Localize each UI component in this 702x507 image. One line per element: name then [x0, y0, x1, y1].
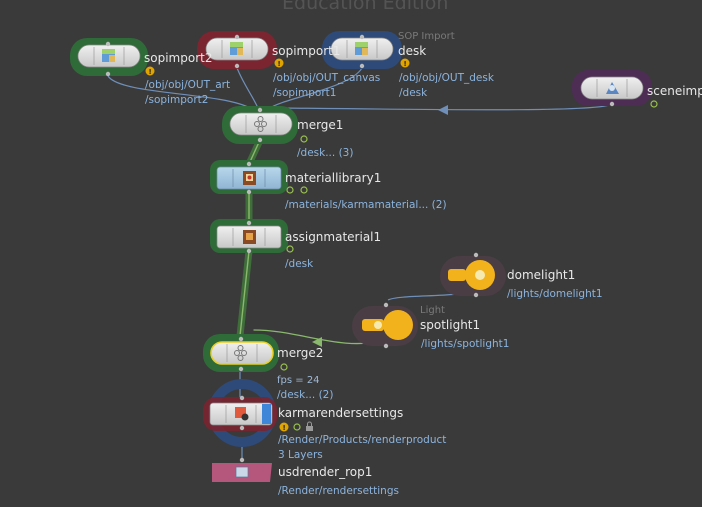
flag-warning-icon: [274, 58, 284, 68]
node-sopimport2-prim: /sopimport2: [145, 94, 209, 106]
flag-ok-icon: [293, 423, 301, 431]
node-domelight1-name[interactable]: domelight1: [507, 268, 576, 282]
node-materiallibrary1-name[interactable]: materiallibrary1: [285, 171, 382, 185]
node-sopimport1-name[interactable]: sopimport1: [272, 44, 341, 58]
node-domelight1[interactable]: [440, 252, 506, 298]
spot-light-icon: [362, 310, 413, 340]
node-materiallibrary1[interactable]: [210, 160, 288, 195]
node-merge1-path: /desk... (3): [297, 147, 354, 159]
wires: [107, 67, 613, 462]
node-merge2[interactable]: [203, 334, 279, 372]
node-merge1[interactable]: [222, 106, 298, 144]
node-merge2-fps: fps = 24: [277, 375, 320, 386]
node-sopimport1-path: /obj/obj/OUT_canvas: [273, 72, 381, 84]
node-sopimport1-prim: /sopimport1: [273, 87, 337, 99]
node-sopimport2-name[interactable]: sopimport2: [144, 51, 213, 65]
edition-watermark: Education Edition: [282, 0, 449, 14]
node-sopimport1[interactable]: [197, 31, 277, 69]
merge-icon: [254, 116, 267, 132]
node-spotlight1-path: /lights/spotlight1: [421, 338, 510, 350]
node-sopimport2[interactable]: [70, 38, 148, 77]
node-merge2-name[interactable]: merge2: [277, 346, 324, 360]
flag-material-icon: [286, 186, 294, 194]
node-sopimport2-path: /obj/obj/OUT_art: [145, 79, 231, 91]
wire-arrow-spot: [312, 337, 322, 347]
flag-ok-icon: [650, 100, 658, 108]
node-karmarendersettings-name[interactable]: karmarendersettings: [278, 406, 404, 420]
node-spotlight1-name[interactable]: spotlight1: [420, 318, 481, 332]
svg-text:!: !: [283, 424, 286, 432]
cube-import-icon: [102, 49, 115, 62]
node-desk-type: SOP Import: [398, 31, 455, 42]
node-sceneimport[interactable]: [572, 70, 652, 107]
wire-assign-merge2: [239, 250, 250, 337]
node-materiallibrary1-path: /materials/karmamaterial... (2): [285, 199, 447, 211]
node-spotlight1-type: Light: [420, 305, 445, 316]
node-assignmaterial1[interactable]: [210, 219, 288, 254]
karma-render-icon: [235, 407, 249, 421]
svg-text:!: !: [278, 60, 281, 68]
flag-warning-icon: [145, 66, 155, 76]
usd-render-icon: [235, 466, 249, 478]
node-karmarendersettings-info: 3 Layers: [278, 449, 323, 461]
svg-text:!: !: [404, 60, 407, 68]
node-merge1-name[interactable]: merge1: [297, 118, 344, 132]
node-assignmaterial1-name[interactable]: assignmaterial1: [285, 230, 382, 244]
node-karmarendersettings-path: /Render/Products/renderproduct: [278, 434, 447, 446]
node-usdrender_rop1-path: /Render/rendersettings: [278, 485, 399, 497]
flag-warning-icon: [400, 58, 410, 68]
node-spotlight1[interactable]: [352, 302, 418, 349]
node-assignmaterial1-path: /desk: [285, 258, 314, 270]
cube-import-icon: [230, 42, 243, 55]
flag-ok-icon: [300, 135, 308, 143]
assign-material-icon: [243, 230, 256, 244]
node-sceneimport-name[interactable]: sceneimpo: [647, 84, 702, 98]
node-desk-path: /obj/obj/OUT_desk: [399, 72, 494, 84]
merge-icon: [234, 345, 247, 361]
material-library-icon: [243, 171, 256, 185]
flag-ok-icon: [300, 186, 308, 194]
scene-import-icon: [606, 82, 619, 94]
node-usdrender_rop1[interactable]: [212, 457, 272, 482]
lock-icon: [306, 421, 313, 431]
cube-import-icon: [355, 42, 368, 55]
svg-text:!: !: [149, 68, 152, 76]
flag-ok-icon: [280, 363, 288, 371]
node-merge2-path: /desk... (2): [277, 389, 334, 401]
node-desk-name[interactable]: desk: [398, 44, 427, 58]
flag-material-icon: [286, 245, 294, 253]
node-desk-prim: /desk: [399, 87, 428, 99]
wire-sopimport2-merge1: [107, 75, 251, 109]
wire-sceneimport-merge1: [282, 103, 613, 111]
wire-sopimport1-merge1: [236, 67, 259, 109]
node-domelight1-path: /lights/domelight1: [507, 288, 603, 300]
node-desk[interactable]: [322, 31, 402, 69]
flag-warning-icon: [279, 422, 289, 432]
node-karmarendersettings[interactable]: [203, 379, 277, 447]
wire-arrow-scene: [438, 105, 448, 115]
node-usdrender_rop1-name[interactable]: usdrender_rop1: [278, 465, 373, 479]
dome-light-icon: [448, 260, 495, 290]
wire-desk-merge1: [269, 67, 363, 109]
